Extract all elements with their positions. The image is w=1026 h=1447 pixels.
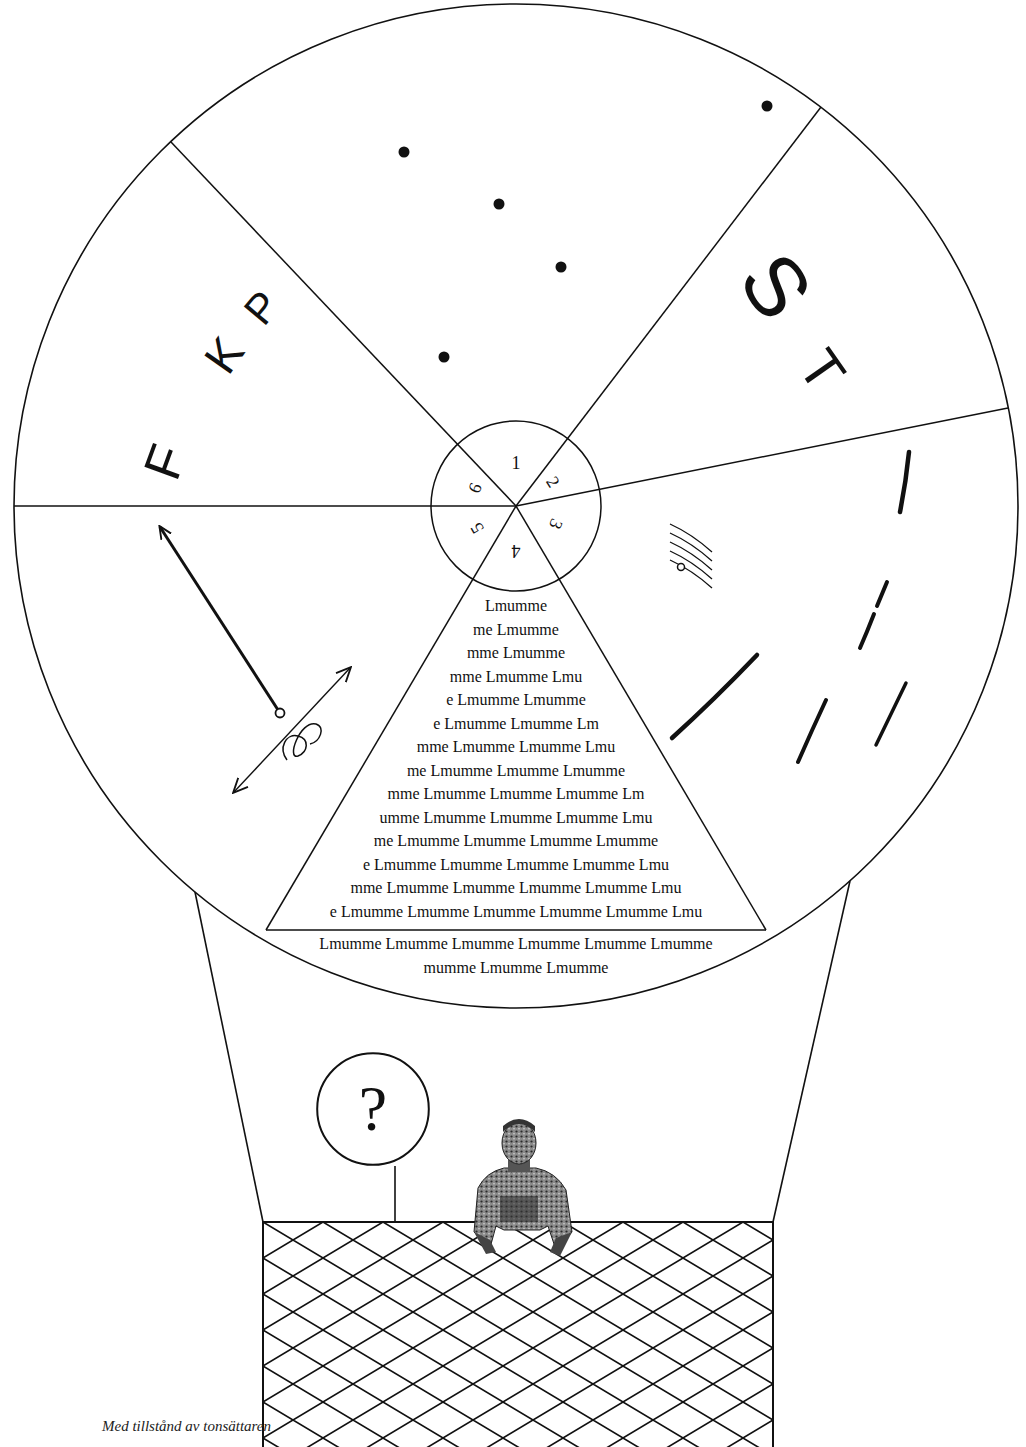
chant-text: Lmumme Lmumme Lmumme Lmumme Lmumme Lmumm…	[319, 936, 712, 952]
caption: Med tillstånd av tonsättaren	[102, 1418, 271, 1435]
balloon-ropes	[195, 881, 850, 1222]
chant-text: me Lmumme Lmumme Lmumme Lmumme	[374, 833, 658, 849]
stroke-gestures	[672, 452, 909, 762]
sector-letter: F	[135, 438, 195, 486]
dot-notes	[399, 101, 773, 363]
chant-text: mme Lmumme Lmu	[450, 669, 582, 685]
sector-letter: S	[726, 239, 827, 333]
question-mark: ?	[359, 1077, 387, 1141]
chant-text: mme Lmumme Lmumme Lmumme Lmumme Lmu	[350, 880, 681, 896]
hub-circle	[431, 421, 601, 591]
chant-text: umme Lmumme Lmumme Lmumme Lmu	[380, 810, 653, 826]
passenger-figure	[474, 1119, 572, 1256]
chant-text: mme Lmumme Lmumme Lmumme Lm	[388, 786, 645, 802]
sector-number: 3	[546, 516, 566, 532]
sector-letter: K	[196, 329, 251, 381]
sector-letter: P	[237, 284, 287, 332]
sector-letter: T	[789, 340, 854, 400]
chant-text: e Lmumme Lmumme	[446, 692, 586, 708]
chant-text: mme Lmumme Lmumme Lmu	[417, 739, 616, 755]
chant-text: mumme Lmumme Lmumme	[424, 960, 609, 976]
sector-dividers	[14, 107, 1008, 930]
sector-number: 6	[465, 480, 485, 495]
arrow-gestures	[160, 527, 350, 792]
sector-number: 1	[512, 454, 521, 472]
chant-text: e Lmumme Lmumme Lm	[433, 716, 599, 732]
staff-lines	[670, 524, 712, 588]
question-circle: ?	[316, 1052, 430, 1166]
chant-text: Lmumme	[485, 598, 547, 614]
chant-text: e Lmumme Lmumme Lmumme Lmumme Lmumme Lmu	[330, 904, 702, 920]
chant-text: e Lmumme Lmumme Lmumme Lmumme Lmu	[363, 857, 669, 873]
chant-text: mme Lmumme	[467, 645, 565, 661]
sector-number: 2	[543, 473, 563, 490]
sector-number: 5	[467, 520, 487, 537]
basket	[263, 1222, 773, 1447]
balloon-envelope	[14, 4, 1018, 1008]
chant-text: me Lmumme	[473, 622, 559, 638]
sector-number: 4	[512, 542, 521, 560]
chant-text: me Lmumme Lmumme Lmumme	[407, 763, 625, 779]
